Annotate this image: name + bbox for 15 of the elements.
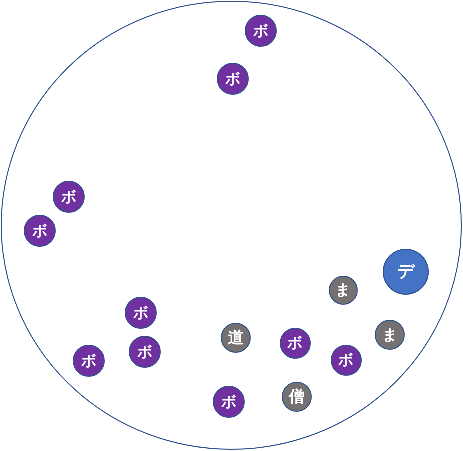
circle-node: ま (375, 320, 405, 350)
circle-node: ボ (213, 386, 245, 418)
circle-node: ボ (24, 215, 56, 247)
circle-node: ボ (53, 181, 85, 213)
circle-node: ボ (125, 297, 157, 329)
circle-node: ま (328, 276, 358, 304)
circle-node: ボ (217, 63, 249, 95)
circle-node: デ (383, 249, 429, 295)
circle-node: ボ (129, 336, 161, 368)
circle-node: ボ (245, 15, 277, 47)
circle-node: ボ (280, 328, 310, 358)
circle-node: ボ (330, 344, 362, 376)
circle-node: 道 (221, 323, 251, 353)
circle-node: ボ (73, 345, 105, 377)
circle-node: 僧 (282, 382, 312, 412)
